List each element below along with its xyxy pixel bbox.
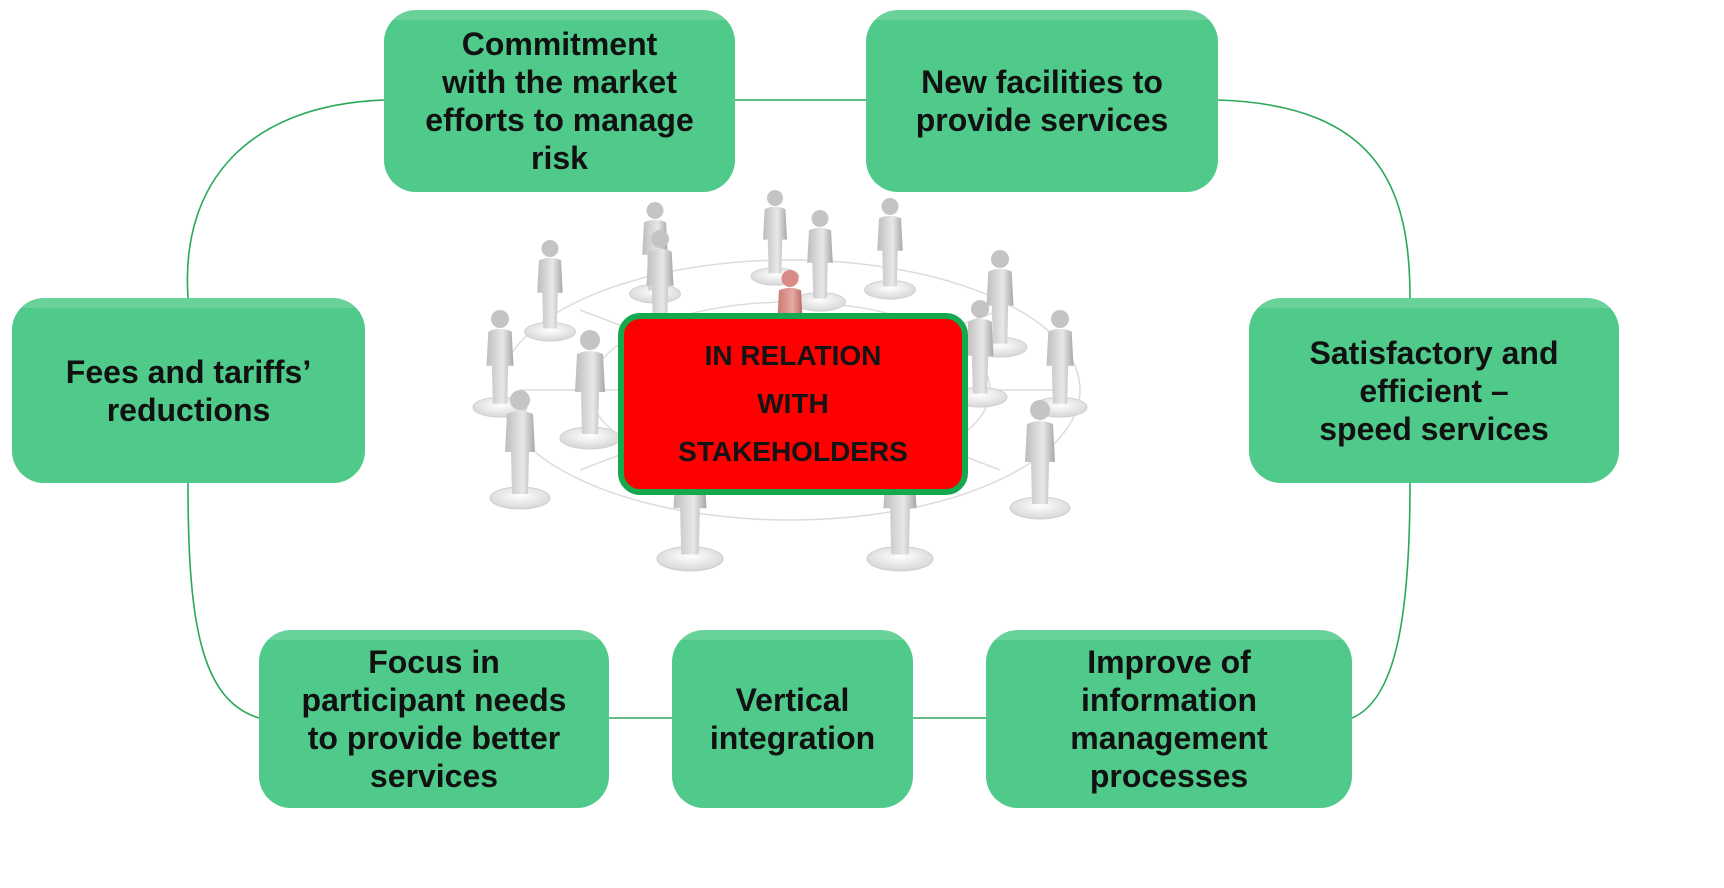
satisfactory-services-label: Satisfactory and efficient – speed servi… — [1309, 334, 1559, 447]
center-stakeholders-label: IN RELATION WITH STAKEHOLDERS — [678, 340, 908, 467]
satisfactory-services-box: Satisfactory and efficient – speed servi… — [1249, 298, 1619, 483]
person-icon — [864, 198, 916, 300]
information-management-label: Improve of information management proces… — [1070, 644, 1268, 794]
person-icon — [794, 210, 846, 312]
vertical-integration-box: Vertical integration — [672, 630, 913, 808]
center-stakeholders-box: IN RELATION WITH STAKEHOLDERS — [618, 313, 968, 495]
participant-needs-box: Focus in participant needs to provide be… — [259, 630, 609, 808]
new-facilities-label: New facilities to provide services — [915, 64, 1169, 138]
fees-tariffs-label: Fees and tariffs’ reductions — [65, 353, 312, 428]
participant-needs-label: Focus in participant needs to provide be… — [301, 644, 567, 794]
person-icon — [524, 240, 576, 342]
information-management-box: Improve of information management proces… — [986, 630, 1352, 808]
commitment-label: Commitment with the market efforts to ma… — [425, 26, 694, 176]
person-icon — [1009, 400, 1071, 520]
person-icon — [489, 390, 551, 510]
vertical-integration-label: Vertical integration — [709, 682, 876, 756]
new-facilities-box: New facilities to provide services — [866, 10, 1218, 192]
fees-tariffs-box: Fees and tariffs’ reductions — [12, 298, 365, 483]
person-icon — [559, 330, 621, 450]
commitment-box: Commitment with the market efforts to ma… — [384, 10, 735, 192]
